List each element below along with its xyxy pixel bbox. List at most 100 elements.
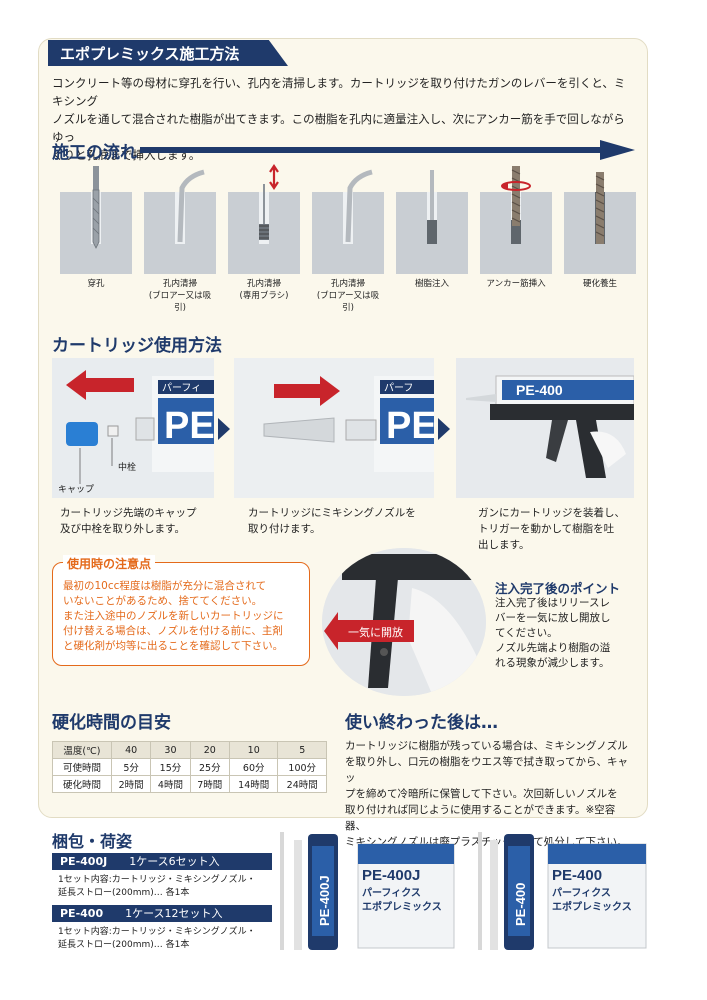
package-bar-pe400: PE-400 1ケース12セット入 [52, 905, 272, 922]
row-label: 硬化時間 [52, 775, 112, 793]
step-sublabel: (専用ブラシ) [239, 291, 289, 301]
cartridge-text: PE-400 [513, 883, 528, 926]
step-brush-clean: 孔内清掃 (専用ブラシ) [228, 164, 300, 302]
cap-label: キャップ [58, 484, 94, 495]
package-line: 1セット内容:カートリッジ・ミキシングノズル・ [58, 927, 256, 937]
cure-title: 硬化時間の目安 [52, 713, 171, 733]
intro-line: コンクリート等の母材に穿孔を行い、孔内を清掃します。カートリッジを取り付けたガン… [52, 76, 626, 108]
step-chevron-icon [438, 418, 450, 440]
caption-line: ガンにカートリッジを装着し、 [478, 507, 625, 519]
step-chevron-icon [218, 418, 230, 440]
table-cell: 2時間 [110, 775, 152, 793]
step-blow-clean-1: 孔内清掃(ブロアー又は吸引) [144, 164, 216, 314]
point-text: 注入完了後はリリースレ バーを一気に放し開放し てください。 ノズル先端より樹脂… [495, 596, 635, 671]
box-brand-text: パーフィクス [552, 887, 611, 899]
point-line: れる現象が減少します。 [495, 657, 610, 669]
flow-steps: 穿孔 孔内清掃(ブロアー又は吸引) 孔内清掃 (専用ブラシ) 孔内清掃(ブロアー又… [60, 164, 636, 314]
caution-line: 付け替える場合は、ノズルを付ける前に、主剤 [63, 625, 283, 637]
anchor-rotate-icon [480, 166, 552, 274]
caption-line: カートリッジ先端のキャップ [60, 507, 197, 519]
table-cell: 25分 [189, 758, 230, 776]
blower-nozzle-icon [312, 169, 384, 274]
after-use-line: プを締めて冷暗所に保管して下さい。次回新しいノズルを [345, 788, 618, 800]
packing-title: 梱包・荷姿 [52, 832, 133, 851]
after-use-line: 取り付ければ同じように使用することができます。※空容器、 [345, 804, 616, 832]
caption-line: 出します。 [478, 539, 530, 551]
caption-gun: ガンにカートリッジを装着し、 トリガーを動かして樹脂を吐 出します。 [478, 505, 625, 553]
package-contents: 1セット内容:カートリッジ・ミキシングノズル・ 延長ストロー(200mm)… 各… [58, 926, 278, 952]
injection-nozzle-icon [396, 170, 468, 274]
step-label: 孔内清掃 [330, 279, 365, 289]
plug-label: 中栓 [118, 461, 136, 473]
package-qty: 1ケース6セット入 [129, 855, 220, 868]
cartridge-cap-illustration: パーフィ PE 中栓 キャップ [52, 358, 214, 498]
intro-line: ノズルを通して混合された樹脂が出てきます。この樹脂を孔内に適量注入し、次にアンカ… [52, 112, 625, 144]
package-bar-pe400j: PE-400J 1ケース6セット入 [52, 853, 272, 870]
release-lever-illustration: 一気に開放 [322, 548, 486, 696]
box-brand-text: パーフィクス [362, 887, 421, 899]
photo-attach-nozzle: パーフ PE [234, 358, 434, 498]
table-cell: 5分 [110, 758, 152, 776]
step-label: 孔内清掃 [246, 279, 281, 289]
gun-cartridge-text: PE-400 [516, 382, 563, 398]
package-line: 延長ストロー(200mm)… 各1本 [58, 888, 190, 898]
step-resin-inject: 樹脂注入 [396, 164, 468, 290]
table-row: 温度(℃) 40 30 20 10 5 [52, 741, 327, 759]
step-label: 穿孔 [87, 279, 105, 289]
table-cell: 10 [228, 741, 279, 759]
caption-attach-nozzle: カートリッジにミキシングノズルを 取り付けます。 [248, 505, 416, 537]
cured-anchor-icon [564, 172, 636, 274]
table-cell: 15分 [150, 758, 191, 776]
caption-remove-cap: カートリッジ先端のキャップ 及び中栓を取り外します。 [60, 505, 197, 537]
step-label: 孔内清掃 [162, 279, 197, 289]
point-title: 注入完了後のポイント [495, 581, 621, 596]
flow-title: 施工の流れ [52, 143, 137, 163]
box-product-text: エポプレミックス [552, 900, 632, 913]
drill-icon [60, 166, 132, 274]
package-qty: 1ケース12セット入 [125, 907, 223, 920]
package-code: PE-400 [60, 907, 104, 920]
blower-nozzle-icon [144, 169, 216, 274]
package-line: 1セット内容:カートリッジ・ミキシングノズル・ [58, 875, 256, 885]
table-cell: 60分 [228, 758, 279, 776]
table-cell: 24時間 [277, 775, 327, 793]
nozzle-attach-illustration: パーフ PE [234, 358, 434, 498]
point-line: 注入完了後はリリースレ [495, 597, 610, 609]
photo-gun: PE-400 [456, 358, 634, 498]
table-cell: 4時間 [150, 775, 191, 793]
release-label: 一気に開放 [348, 625, 403, 639]
caution-line: 最初の10cc程度は樹脂が充分に混合されて [63, 580, 267, 592]
cartridge-label-text: パーフ [384, 382, 413, 394]
dispenser-gun-illustration: PE-400 [456, 358, 634, 498]
product-set-illustration: PE-400J PE-400J パーフィクス エポプレミックス [280, 832, 455, 950]
package-code: PE-400J [60, 855, 108, 868]
table-cell: 7時間 [189, 775, 230, 793]
brush-icon [228, 164, 300, 274]
table-cell: 40 [110, 741, 152, 759]
photo-remove-cap: パーフィ PE 中栓 キャップ [52, 358, 214, 498]
caption-line: 及び中栓を取り外します。 [60, 523, 185, 535]
step-label: アンカー筋挿入 [486, 279, 546, 289]
product-image-pe400: PE-400 PE-400 パーフィクス エポプレミックス [470, 826, 650, 956]
cartridge-big-text: PE [386, 405, 434, 447]
after-use-line: カートリッジに樹脂が残っている場合は、ミキシングノズル [345, 740, 628, 752]
cure-table: 温度(℃) 40 30 20 10 5 可使時間 5分 15分 25分 60分 … [52, 741, 327, 793]
cartridge-big-text: PE [164, 405, 214, 447]
table-row: 硬化時間 2時間 4時間 7時間 14時間 24時間 [52, 775, 327, 793]
caption-line: カートリッジにミキシングノズルを [248, 507, 416, 519]
table-cell: 14時間 [228, 775, 279, 793]
table-row: 可使時間 5分 15分 25分 60分 100分 [52, 758, 327, 776]
table-cell: 5 [277, 741, 327, 759]
after-use-line: を取り外し、口元の樹脂をウエス等で拭き取ってから、キャッ [345, 756, 628, 784]
row-label: 可使時間 [52, 758, 112, 776]
box-product-text: エポプレミックス [362, 900, 442, 913]
step-blow-clean-2: 孔内清掃(ブロアー又は吸引) [312, 164, 384, 314]
cartridge-label-text: パーフィ [162, 382, 201, 394]
package-line: 延長ストロー(200mm)… 各1本 [58, 940, 190, 950]
caution-line: また注入途中のノズルを新しいカートリッジに [63, 610, 284, 622]
step-label: 硬化養生 [582, 279, 617, 289]
step-label: 樹脂注入 [414, 279, 449, 289]
cartridge-text: PE-400J [317, 875, 332, 926]
caution-line: と硬化剤が均等に出ることを確認して下さい。 [63, 640, 284, 652]
product-set-illustration: PE-400 PE-400 パーフィクス エポプレミックス [478, 832, 647, 950]
